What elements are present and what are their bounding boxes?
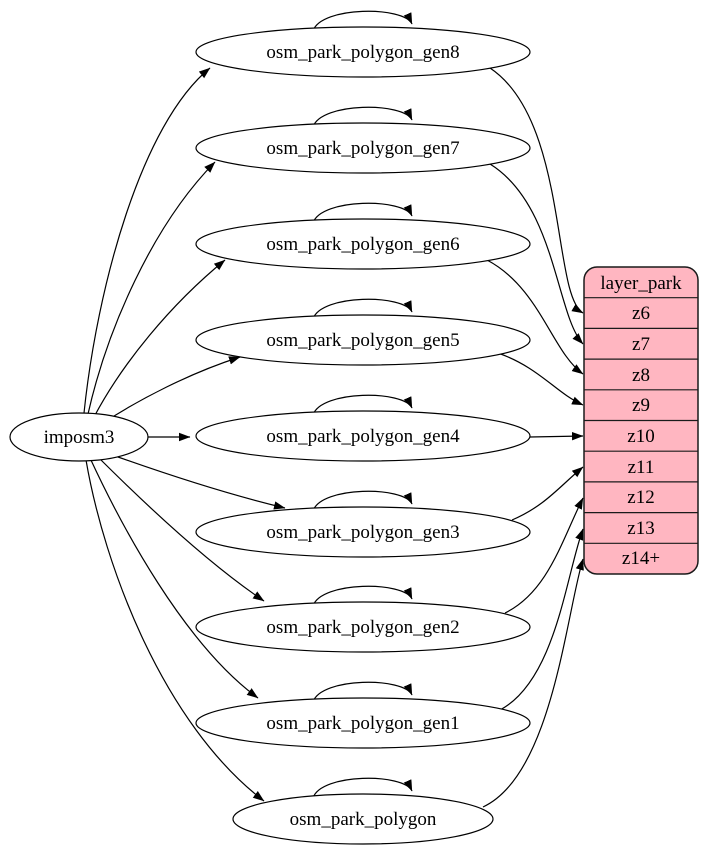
gen5-ellipse	[195, 314, 531, 366]
self-loops	[312, 10, 413, 799]
gen2-label: osm_park_polygon_gen2	[266, 617, 459, 638]
node-osm-park-polygon-gen1: osm_park_polygon_gen1	[195, 697, 531, 749]
layer-park-row-z8: z8	[632, 365, 650, 386]
edge-imposm3-to-gen7	[87, 161, 216, 415]
self-loop-gen4	[312, 394, 413, 416]
edge-imposm3-to-gen5	[102, 356, 241, 424]
node-osm-park-polygon: osm_park_polygon	[232, 793, 494, 845]
edge-gen7-to-z7	[489, 163, 584, 345]
layer-park-row-z10: z10	[627, 426, 654, 447]
gen1-ellipse	[195, 697, 531, 749]
edge-imposm3-to-gen1	[89, 457, 259, 699]
self-loop-gen2	[312, 585, 413, 607]
node-osm-park-polygon-gen5: osm_park_polygon_gen5	[195, 314, 531, 366]
edge-imposm3-to-gen6	[93, 259, 226, 418]
layer-park-row-z13: z13	[627, 518, 654, 539]
self-loop-gen3	[312, 490, 413, 512]
gen3-ellipse	[195, 506, 531, 558]
node-osm-park-polygon-gen3: osm_park_polygon_gen3	[195, 506, 531, 558]
edge-gen1-to-z13	[499, 528, 584, 711]
layer-park-row-z7: z7	[632, 334, 650, 355]
edge-imposm3-to-polygon	[85, 459, 265, 802]
layer-park-title: layer_park	[600, 273, 682, 294]
edge-gen2-to-z12	[504, 497, 584, 614]
self-loop-gen6	[312, 202, 413, 224]
self-loop-polygon	[312, 777, 413, 799]
imposm3-ellipse	[9, 412, 149, 462]
node-osm-park-polygon-gen7: osm_park_polygon_gen7	[195, 122, 531, 174]
node-osm-park-polygon-gen8: osm_park_polygon_gen8	[195, 26, 531, 78]
gen2-ellipse	[195, 601, 531, 653]
self-loop-gen1	[312, 681, 413, 703]
source-edges	[83, 67, 286, 802]
gen6-ellipse	[195, 218, 531, 270]
gen1-label: osm_park_polygon_gen1	[266, 713, 459, 734]
node-imposm3: imposm3	[9, 412, 149, 462]
node-osm-park-polygon-gen2: osm_park_polygon_gen2	[195, 601, 531, 653]
self-loop-gen5	[312, 298, 413, 320]
gen6-label: osm_park_polygon_gen6	[266, 234, 459, 255]
layer-park-row-z6: z6	[632, 303, 650, 324]
layer-park-row-z14: z14+	[622, 548, 660, 569]
edge-gen5-to-z9	[497, 352, 584, 406]
layer-park-row-z11: z11	[628, 457, 655, 478]
gen4-label: osm_park_polygon_gen4	[266, 426, 460, 447]
gen5-label: osm_park_polygon_gen5	[266, 330, 459, 351]
self-loop-gen8	[312, 10, 413, 32]
gen4-ellipse	[195, 410, 531, 462]
node-osm-park-polygon-gen6: osm_park_polygon_gen6	[195, 218, 531, 270]
gen3-label: osm_park_polygon_gen3	[266, 522, 459, 543]
gen7-ellipse	[195, 122, 531, 174]
node-layer-park: layer_park z6 z7 z8 z9 z10 z11 z12 z13 z…	[583, 266, 699, 575]
edge-imposm3-to-gen2	[95, 454, 265, 602]
gen8-ellipse	[195, 26, 531, 78]
polygon-ellipse	[232, 793, 494, 845]
edge-polygon-to-z14	[482, 558, 584, 808]
gen7-label: osm_park_polygon_gen7	[266, 138, 459, 159]
layer-edges	[482, 67, 584, 808]
edge-gen4-to-z10	[529, 432, 584, 441]
self-loop-gen7	[312, 106, 413, 128]
node-osm-park-polygon-gen4: osm_park_polygon_gen4	[195, 410, 531, 462]
edge-gen6-to-z8	[486, 259, 584, 375]
edge-gen3-to-z11	[511, 466, 584, 521]
layer-park-row-z12: z12	[627, 487, 654, 508]
gen8-label: osm_park_polygon_gen8	[266, 42, 459, 63]
edge-gen8-to-z6	[489, 67, 584, 314]
polygon-label: osm_park_polygon	[290, 809, 437, 830]
edge-imposm3-to-gen3	[103, 451, 286, 510]
edge-imposm3-to-gen8	[83, 67, 211, 414]
layer-park-row-z9: z9	[632, 395, 650, 416]
imposm3-label: imposm3	[44, 427, 115, 448]
